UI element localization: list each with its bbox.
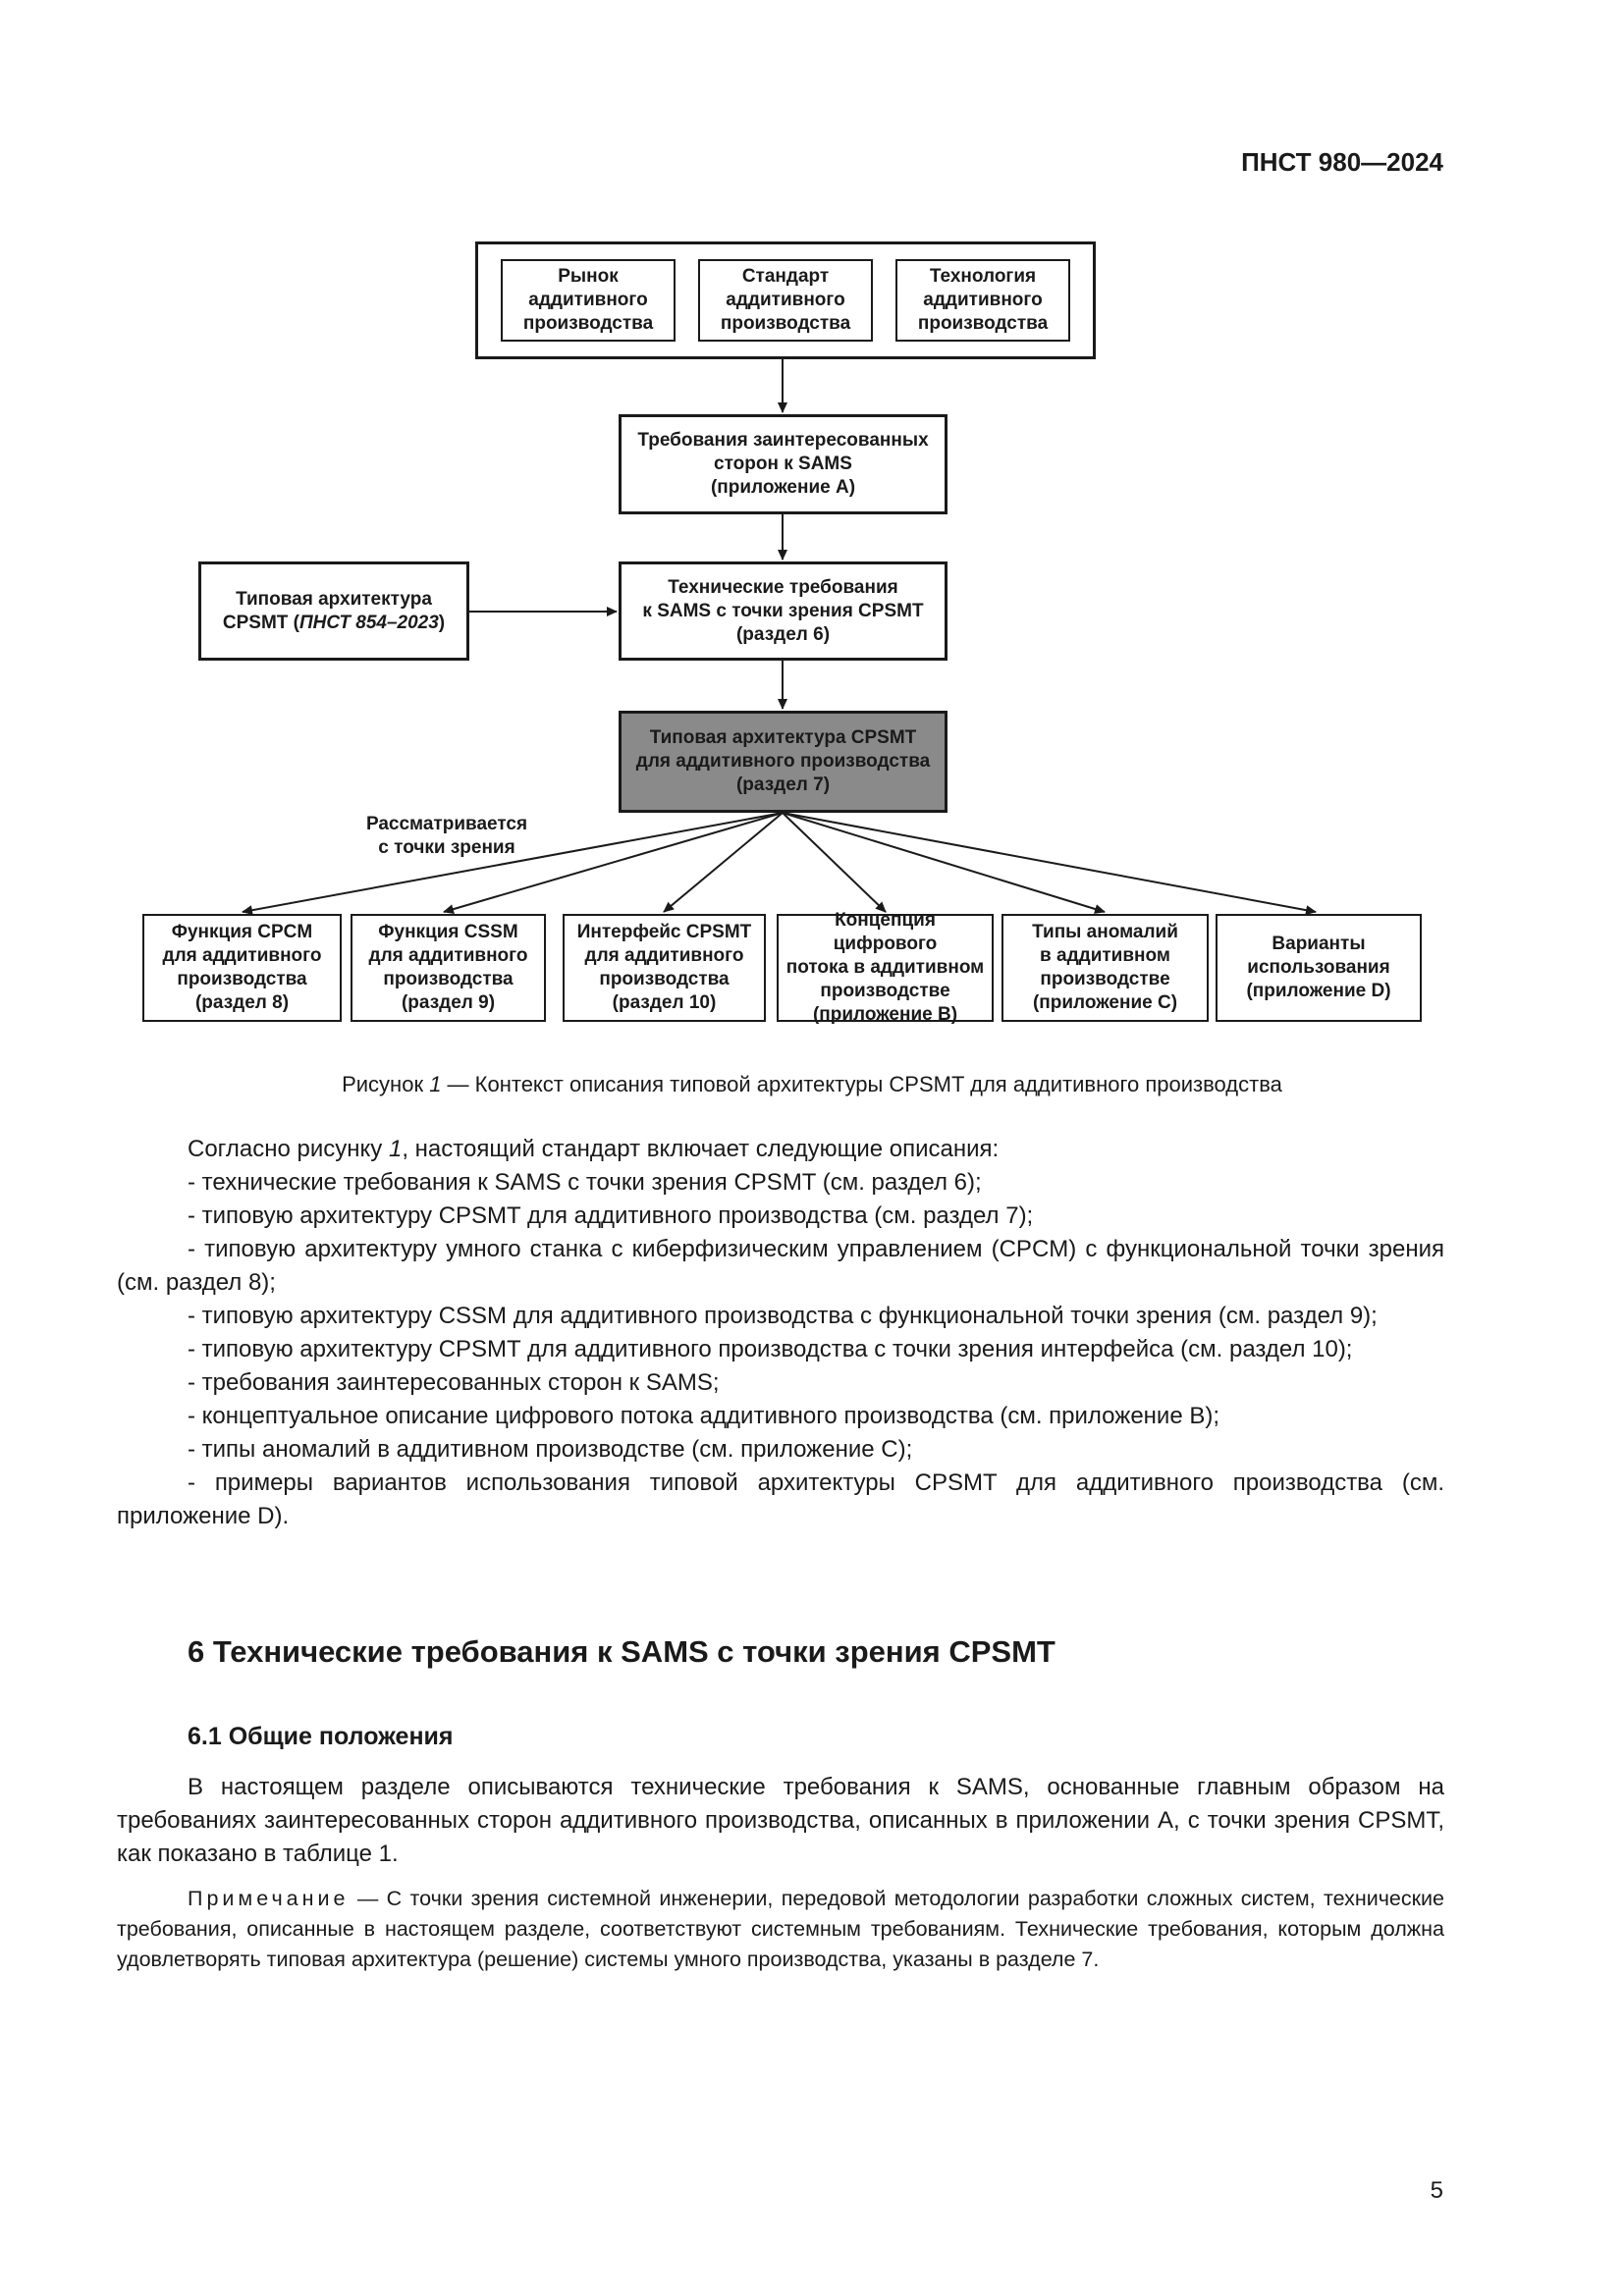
stakeholders-line: сторон к SAMS (714, 454, 852, 474)
box-line: Концепция цифрового (833, 910, 938, 954)
document-number: ПНСТ 980—2024 (1241, 147, 1443, 177)
box-line: потока в аддитивном (785, 957, 985, 978)
cpcm-function-box: Функция CPCM для аддитивного производств… (142, 914, 342, 1022)
box-line: (раздел 9) (401, 992, 496, 1013)
digital-thread-box: Концепция цифрового потока в аддитивном … (777, 910, 994, 1025)
note-text: — С точки зрения системной инженерии, пе… (117, 1887, 1444, 1971)
technical-line: к SAMS с точки зрения CPSMT (642, 600, 924, 621)
am-market-box: Рынок аддитивного производства (501, 259, 676, 342)
cssm-function-box: Функция CSSM для аддитивного производств… (351, 914, 546, 1022)
am-technology-label: Технология аддитивного производства (917, 266, 1049, 334)
reference-line: CPSMT (ПНСТ 854–2023) (223, 612, 445, 635)
cpsmt-interface-box: Интерфейс CPSMT для аддитивного производ… (563, 914, 766, 1022)
page-number: 5 (1430, 2177, 1443, 2204)
box-line: Функция CPCM (171, 922, 313, 942)
box-line: Функция CSSM (378, 922, 518, 942)
box-line: производства (177, 969, 307, 989)
box-line: для аддитивного (162, 945, 322, 966)
reference-line: Типовая архитектура (236, 588, 432, 610)
reference-architecture-box: Типовая архитектура CPSMT (ПНСТ 854–2023… (198, 561, 469, 661)
architecture-line: (раздел 7) (735, 774, 831, 795)
stakeholder-requirements-box: Требования заинтересованных сторон к SAM… (619, 414, 947, 514)
use-cases-box: Варианты использования (приложение D) (1216, 914, 1422, 1022)
box-line: в аддитивном (1040, 945, 1170, 966)
box-line: Варианты (1272, 934, 1366, 954)
viewpoint-line: с точки зрения (378, 837, 515, 858)
box-line: использования (1247, 957, 1390, 978)
viewpoint-label: Рассматривается с точки зрения (339, 813, 555, 860)
box-line: для аддитивного (584, 945, 744, 966)
am-technology-box: Технология аддитивного производства (895, 259, 1070, 342)
list-item: - концептуальное описание цифрового пото… (188, 1403, 1220, 1429)
box-line: (приложение D) (1246, 981, 1391, 1001)
list-item: - требования заинтересованных сторон к S… (188, 1369, 720, 1396)
intro-paragraph: Согласно рисунку 1, настоящий стандарт в… (117, 1133, 1444, 1166)
subsection-heading: 6.1 Общие положения (188, 1723, 454, 1750)
am-standard-label: Стандарт аддитивного производства (720, 266, 851, 334)
list-item: - типовую архитектуру CPSMT для аддитивн… (188, 1336, 1353, 1362)
list-item: - технические требования к SAMS с точки … (188, 1169, 982, 1196)
stakeholders-line: Требования заинтересованных (637, 430, 929, 451)
architecture-line: для аддитивного производства (635, 751, 931, 772)
caption-prefix: Рисунок (342, 1072, 430, 1096)
technical-line: (раздел 6) (735, 623, 831, 645)
box-line: (раздел 10) (612, 992, 717, 1013)
list-item: - типы аномалий в аддитивном производств… (188, 1436, 913, 1463)
section-body: В настоящем разделе описываются техничес… (117, 1771, 1444, 1871)
caption-number: 1 (429, 1072, 442, 1096)
figure-description: Согласно рисунку 1, настоящий стандарт в… (117, 1133, 1444, 1533)
list-item: - типовую архитектуру умного станка с ки… (117, 1236, 1444, 1296)
box-line: Типы аномалий (1032, 922, 1178, 942)
architecture-line: Типовая архитектура CPSMT (649, 727, 917, 748)
am-architecture-box: Типовая архитектура CPSMT для аддитивног… (619, 711, 947, 813)
am-standard-box: Стандарт аддитивного производства (698, 259, 873, 342)
reference-text: CPSMT ( (222, 612, 299, 633)
arrow-to-cssm (443, 812, 784, 914)
caption-text: — Контекст описания типовой архитектуры … (441, 1072, 1282, 1096)
box-line: Интерфейс CPSMT (576, 922, 752, 942)
section-heading: 6 Технические требования к SAMS с точки … (188, 1634, 1056, 1669)
box-line: производства (599, 969, 730, 989)
arrow-to-anomalies (782, 812, 1106, 914)
stakeholders-line: (приложение А) (710, 477, 856, 498)
note-label: Примечание (188, 1887, 350, 1910)
list-item: - примеры вариантов использования типово… (117, 1469, 1444, 1529)
technical-line: Технические требования (668, 576, 898, 598)
list-item: - типовую архитектуру CPSMT для аддитивн… (188, 1202, 1034, 1229)
list-item: - типовую архитектуру CSSM для аддитивно… (188, 1303, 1378, 1329)
box-line: (приложение В) (812, 1004, 958, 1025)
intro-text: Согласно рисунку (188, 1136, 389, 1162)
arrow-to-interface (663, 812, 784, 913)
anomaly-types-box: Типы аномалий в аддитивном производстве … (1001, 914, 1209, 1022)
figure-caption: Рисунок 1 — Контекст описания типовой ар… (118, 1072, 1506, 1097)
box-line: производстве (820, 981, 950, 1001)
box-line: производстве (1040, 969, 1170, 989)
box-line: производства (383, 969, 514, 989)
technical-requirements-box: Технические требования к SAMS с точки зр… (619, 561, 947, 661)
reference-standard: ПНСТ 854–2023 (298, 612, 439, 633)
arrow-to-digital-thread (782, 812, 887, 913)
box-line: для аддитивного (368, 945, 528, 966)
intro-text: , настоящий стандарт включает следующие … (402, 1136, 1000, 1162)
viewpoint-line: Рассматривается (365, 814, 528, 834)
context-diagram: Рынок аддитивного производства Стандарт … (0, 0, 1624, 1060)
box-line: (раздел 8) (194, 992, 290, 1013)
reference-text: ) (438, 612, 446, 633)
arrow-to-use-cases (782, 812, 1317, 916)
section-paragraph: В настоящем разделе описываются техничес… (117, 1774, 1444, 1867)
diagram-arrows (242, 359, 1317, 916)
arrow-to-cpcm (242, 812, 784, 916)
box-line: (приложение С) (1032, 992, 1178, 1013)
am-market-label: Рынок аддитивного производства (522, 266, 654, 334)
intro-figure-number: 1 (388, 1136, 403, 1162)
note-paragraph: Примечание — С точки зрения системной ин… (117, 1884, 1444, 1975)
